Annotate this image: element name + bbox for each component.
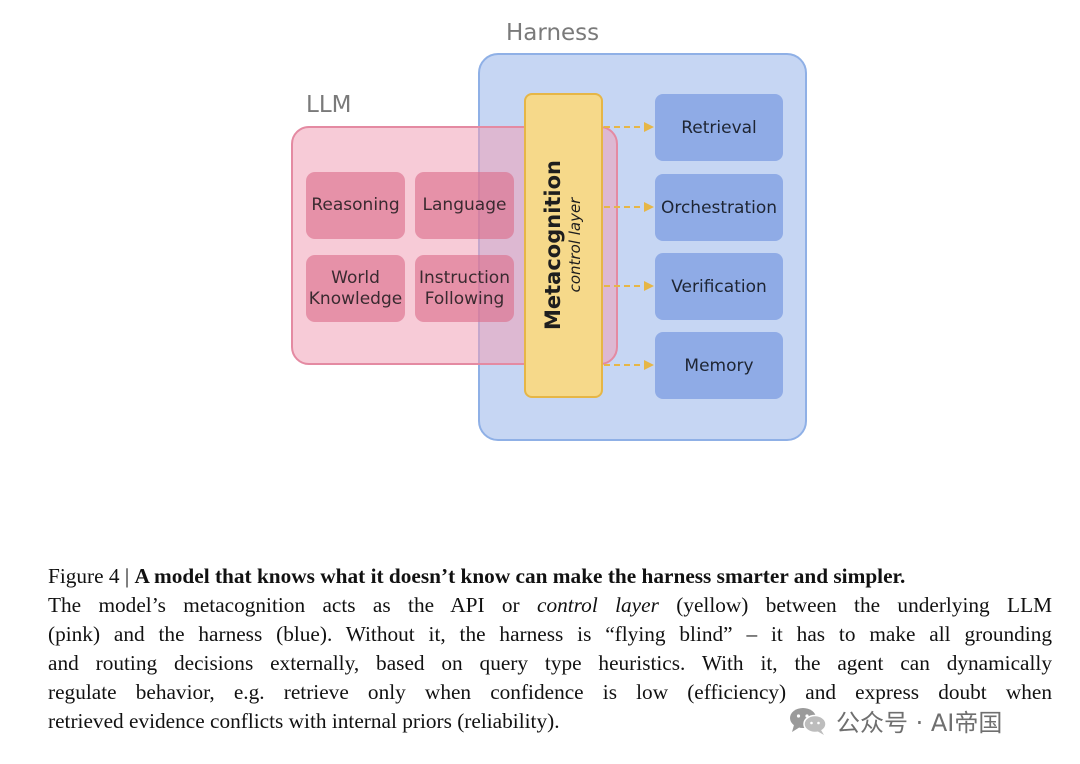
arrow-to-orchestration	[604, 202, 654, 212]
harness-component-verification: Verification	[655, 253, 783, 320]
llm-capability-instruction-following: Instruction Following	[415, 255, 514, 322]
metacognition-control-layer	[524, 93, 603, 398]
harness-component-memory: Memory	[655, 332, 783, 399]
watermark-text: 公众号 · AI帝国	[836, 709, 1003, 737]
arrow-to-memory	[604, 360, 654, 370]
llm-capability-world-knowledge: World Knowledge	[306, 255, 405, 322]
metacognition-subtitle: control layer	[566, 197, 584, 293]
harness-component-retrieval: Retrieval	[655, 94, 783, 161]
caption-label: Figure 4 |	[48, 564, 135, 588]
caption-line-4: and routing decisions externally, based …	[48, 650, 1052, 675]
llm-label: LLM	[306, 92, 352, 118]
watermark: 公众号 · AI帝国	[788, 703, 1002, 738]
wechat-icon	[790, 707, 827, 735]
arrow-to-verification	[604, 281, 654, 291]
caption-title: A model that knows what it doesn’t know …	[134, 564, 906, 588]
llm-capability-reasoning: Reasoning	[306, 172, 405, 239]
figure-caption: Figure 4 | A model that knows what it do…	[48, 562, 1052, 735]
metacognition-label: Metacognition control layer	[541, 160, 585, 330]
caption-line-3: (pink) and the harness (blue). Without i…	[48, 621, 1052, 646]
diagram: Harness LLM Reasoning Language World Kno…	[291, 20, 807, 441]
metacognition-title: Metacognition	[541, 159, 565, 331]
harness-label: Harness	[506, 20, 600, 46]
caption-line-2: The model’s metacognition acts as the AP…	[48, 592, 1053, 617]
control-arrows	[604, 122, 654, 370]
arrow-to-retrieval	[604, 122, 654, 132]
llm-capability-language: Language	[415, 172, 514, 239]
harness-component-orchestration: Orchestration	[655, 174, 783, 241]
caption-line-6: retrieved evidence conflicts with intern…	[48, 708, 560, 733]
caption-line-5: regulate behavior, e.g. retrieve only wh…	[48, 679, 1052, 704]
caption-line-1: Figure 4 | A model that knows what it do…	[48, 562, 1052, 591]
